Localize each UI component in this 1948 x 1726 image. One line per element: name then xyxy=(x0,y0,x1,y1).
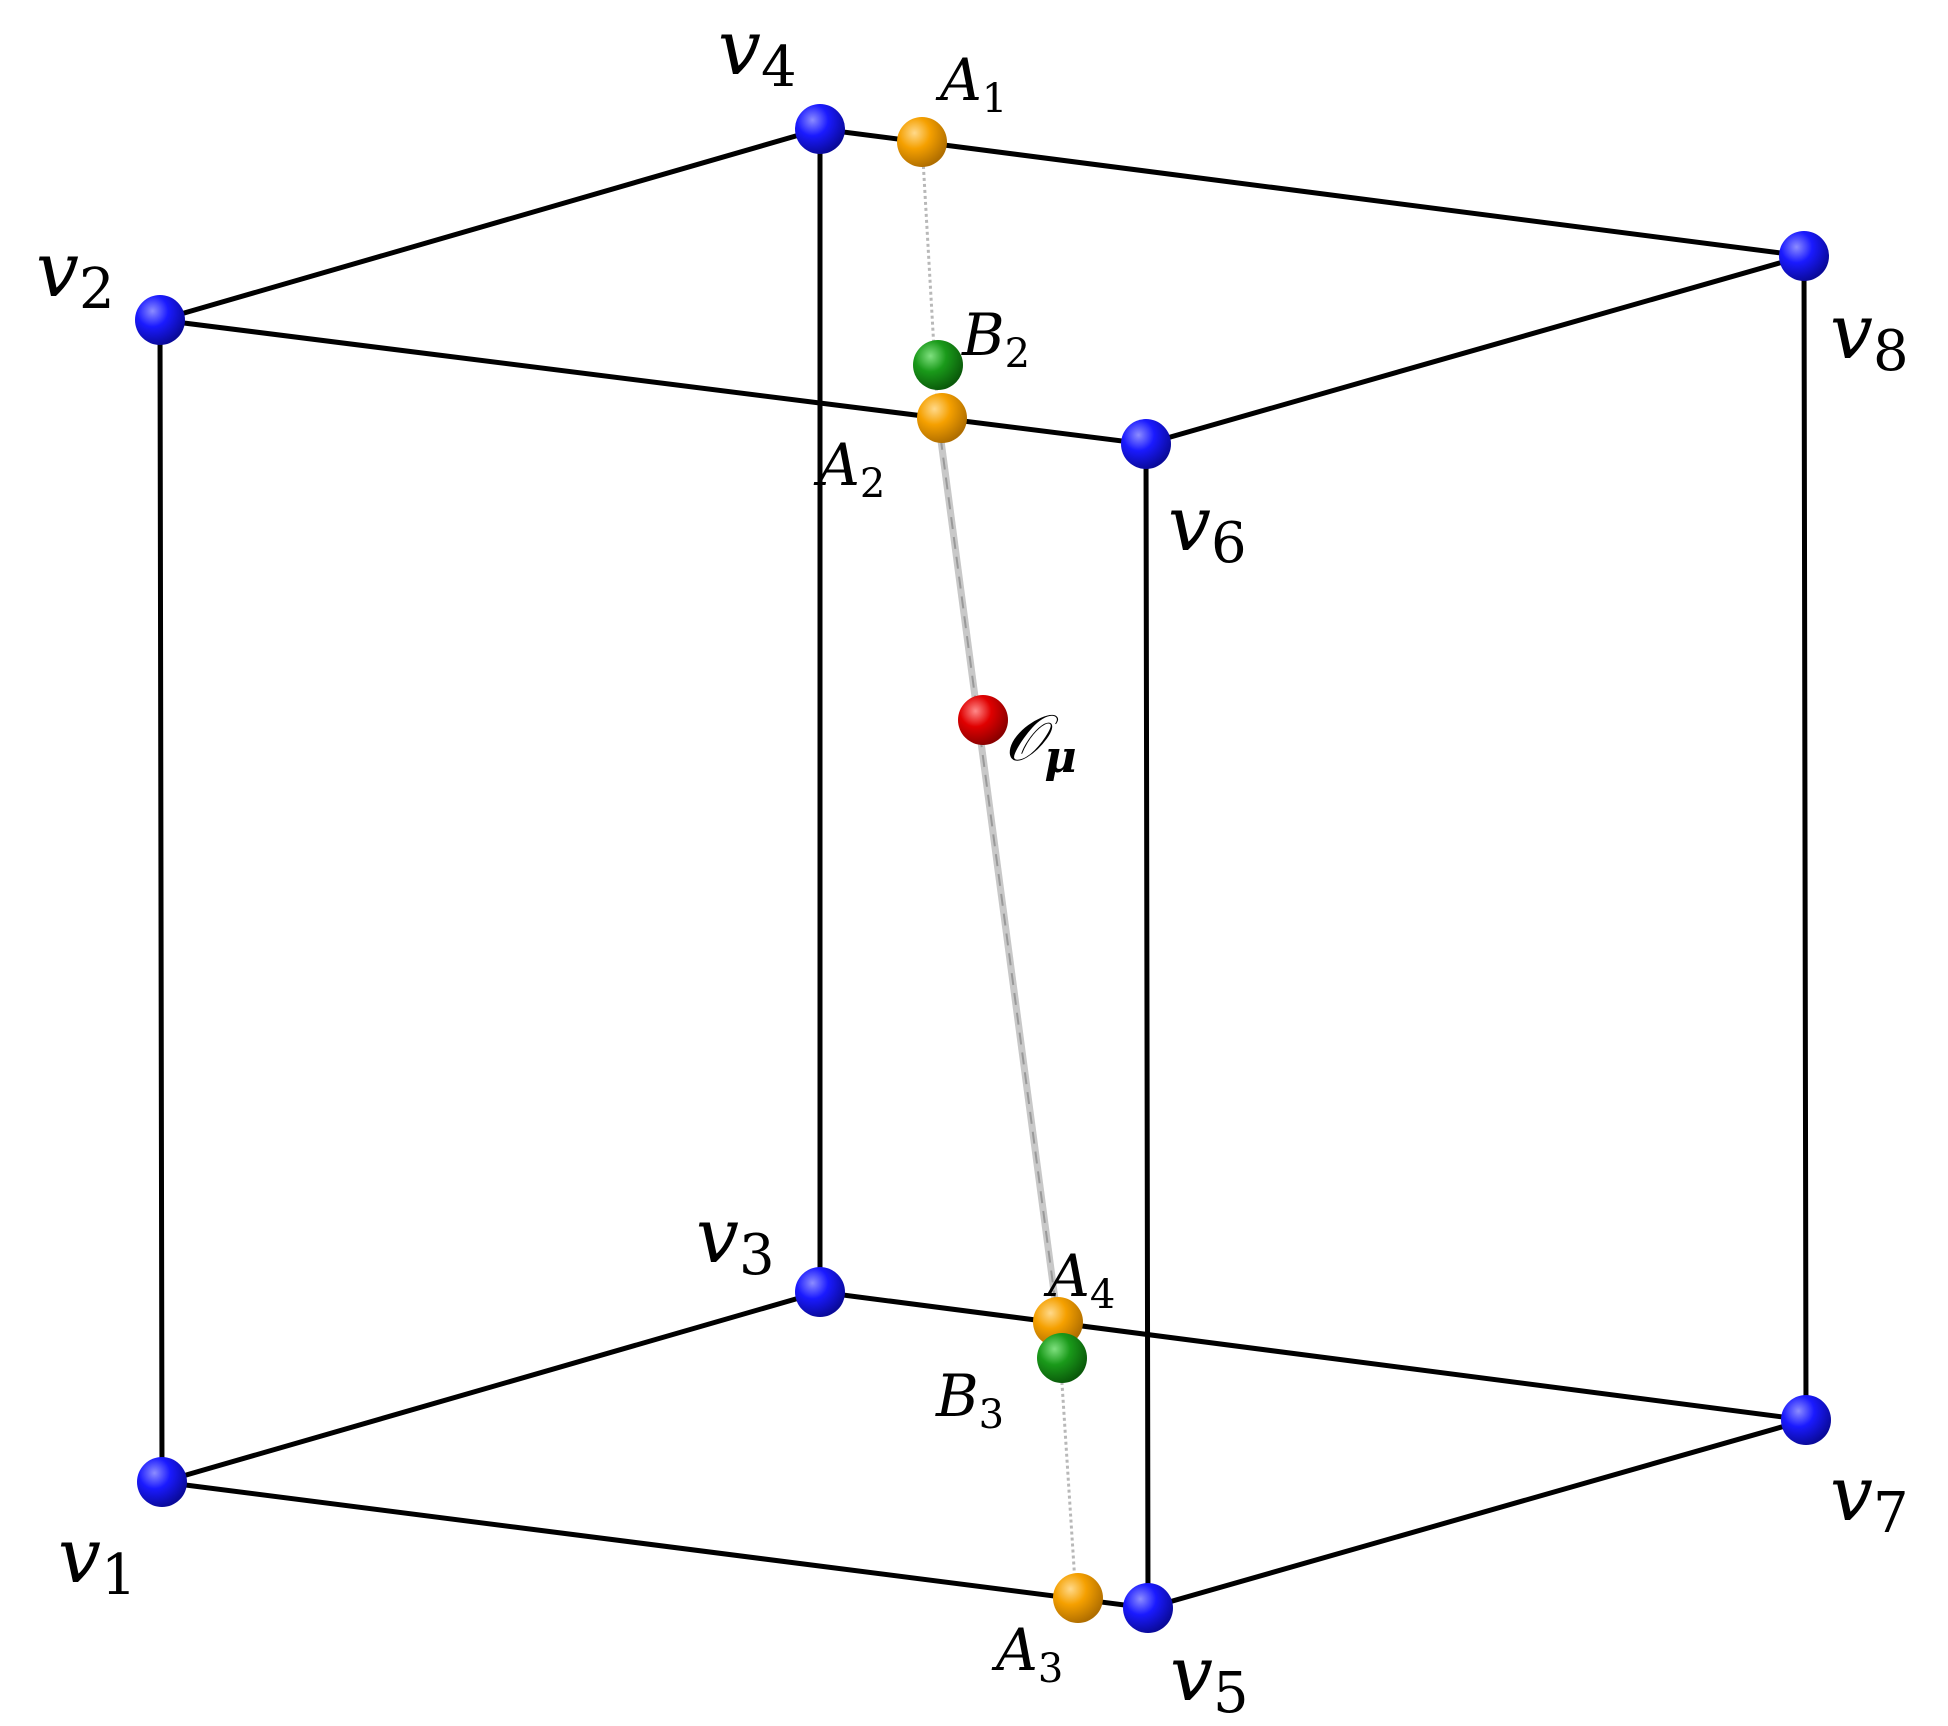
label-v8: v8 xyxy=(1830,287,1909,384)
point-center xyxy=(958,695,1008,745)
label-center: 𝒪μ xyxy=(1004,702,1077,783)
edge-v2-v1 xyxy=(157,317,165,1485)
edge-v6-v8 xyxy=(1143,253,1807,447)
vertex-markers xyxy=(135,104,1831,1633)
point-a2 xyxy=(917,393,967,443)
label-v1: v1 xyxy=(58,1511,137,1608)
vertex-v7 xyxy=(1781,1395,1831,1445)
edge-v1-v5 xyxy=(159,1479,1151,1611)
label-v6: v6 xyxy=(1168,479,1247,576)
point-a3 xyxy=(1053,1573,1103,1623)
vertex-v6 xyxy=(1121,419,1171,469)
edge-v5-v7 xyxy=(1145,1417,1809,1611)
vertex-v3 xyxy=(795,1267,845,1317)
axis-segment-a4-a3 xyxy=(1056,1321,1078,1599)
vertex-v4 xyxy=(795,104,845,154)
special-points xyxy=(897,117,1103,1623)
label-v3: v3 xyxy=(696,1191,775,1288)
label-a3: A3 xyxy=(991,1616,1063,1692)
point-a1 xyxy=(897,117,947,167)
label-v2: v2 xyxy=(36,225,115,322)
edge-v4-v8 xyxy=(817,126,1807,259)
vertex-labels: v1 v2 v3 v4 v5 v6 v7 v8 xyxy=(36,3,1909,1726)
edge-v8-v7 xyxy=(1801,253,1809,1423)
label-a4: A4 xyxy=(1043,1242,1115,1318)
cube-edges xyxy=(157,126,1809,1611)
edge-v2-v6 xyxy=(157,317,1149,447)
point-b2 xyxy=(913,340,963,390)
vertex-v2 xyxy=(135,295,185,345)
edge-v2-v4 xyxy=(157,126,823,323)
label-v7: v7 xyxy=(1830,1449,1909,1546)
label-b3: B3 xyxy=(935,1362,1004,1438)
point-b3 xyxy=(1037,1333,1087,1383)
axis-dashed-overlay xyxy=(937,417,1059,1323)
label-a1: A1 xyxy=(935,46,1007,122)
edge-v3-v7 xyxy=(817,1289,1809,1423)
edge-v1-v3 xyxy=(159,1289,823,1485)
edge-v6-v5 xyxy=(1143,441,1151,1611)
vertex-v5 xyxy=(1123,1583,1173,1633)
label-b2: B2 xyxy=(961,301,1030,377)
label-v5: v5 xyxy=(1170,1629,1249,1726)
label-a2: A2 xyxy=(813,431,885,507)
label-v4: v4 xyxy=(718,3,797,100)
point-labels: A1 B2 A2 𝒪μ A4 B3 A3 xyxy=(813,46,1115,1692)
vertex-v1 xyxy=(137,1457,187,1507)
vertex-v8 xyxy=(1779,231,1829,281)
